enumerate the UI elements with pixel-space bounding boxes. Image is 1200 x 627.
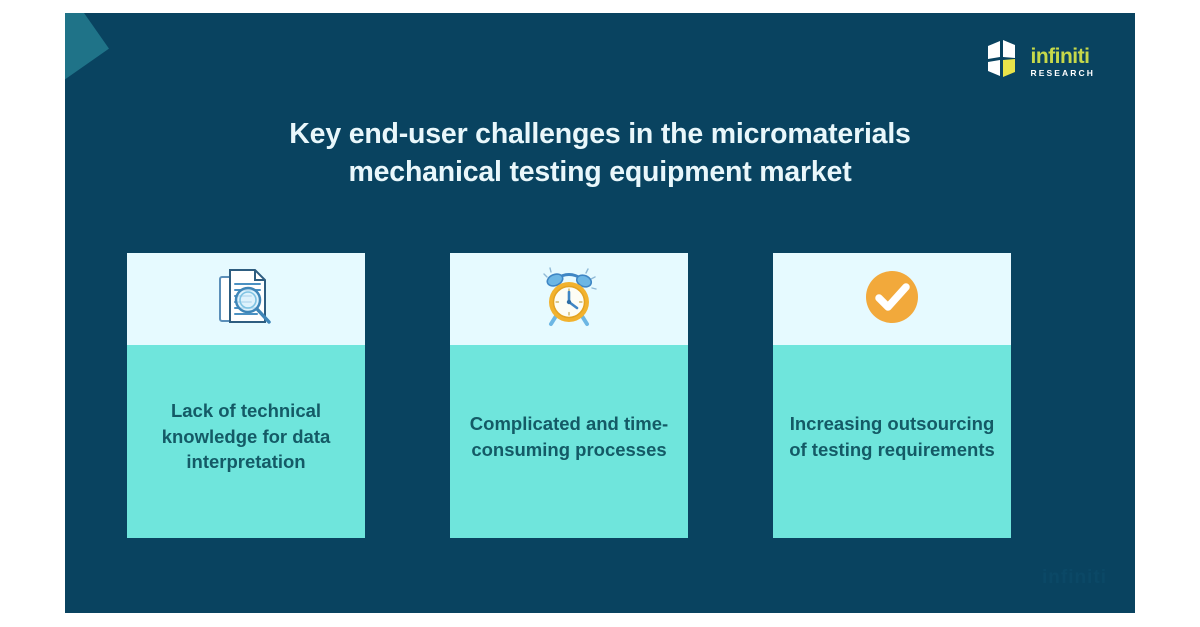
card-icon-area [450, 253, 688, 345]
card-label: Increasing outsourcing of testing requir… [789, 412, 995, 460]
page-title: Key end-user challenges in the micromate… [289, 118, 911, 188]
card-body: Complicated and time-consuming processes [450, 345, 688, 538]
card-body: Increasing outsourcing of testing requir… [773, 345, 1011, 538]
infiniti-logo-mark-icon [986, 40, 1022, 83]
orange-check-circle-icon [863, 268, 921, 331]
logo-wordmark: infiniti RESEARCH [1030, 46, 1095, 78]
challenge-card: Lack of technical knowledge for data int… [127, 253, 365, 538]
card-label: Complicated and time-consuming processes [469, 412, 669, 460]
alarm-clock-icon [539, 266, 599, 332]
card-body: Lack of technical knowledge for data int… [127, 345, 365, 538]
card-icon-area [773, 253, 1011, 345]
document-magnifier-icon [217, 267, 275, 332]
challenge-card-list: Lack of technical knowledge for data int… [127, 253, 1135, 538]
brand-logo: infiniti RESEARCH [986, 40, 1095, 83]
challenge-card: Increasing outsourcing of testing requir… [773, 253, 1011, 538]
logo-subtitle: RESEARCH [1030, 67, 1095, 78]
infographic-slide: infiniti RESEARCH Key end-user challenge… [65, 13, 1135, 613]
decorative-band-dark-teal [65, 13, 109, 333]
card-icon-area [127, 253, 365, 345]
challenge-card: Complicated and time-consuming processes [450, 253, 688, 538]
background-watermark: infiniti [1042, 567, 1107, 588]
card-label: Lack of technical knowledge for data int… [161, 400, 331, 473]
logo-name: infiniti [1030, 44, 1090, 68]
